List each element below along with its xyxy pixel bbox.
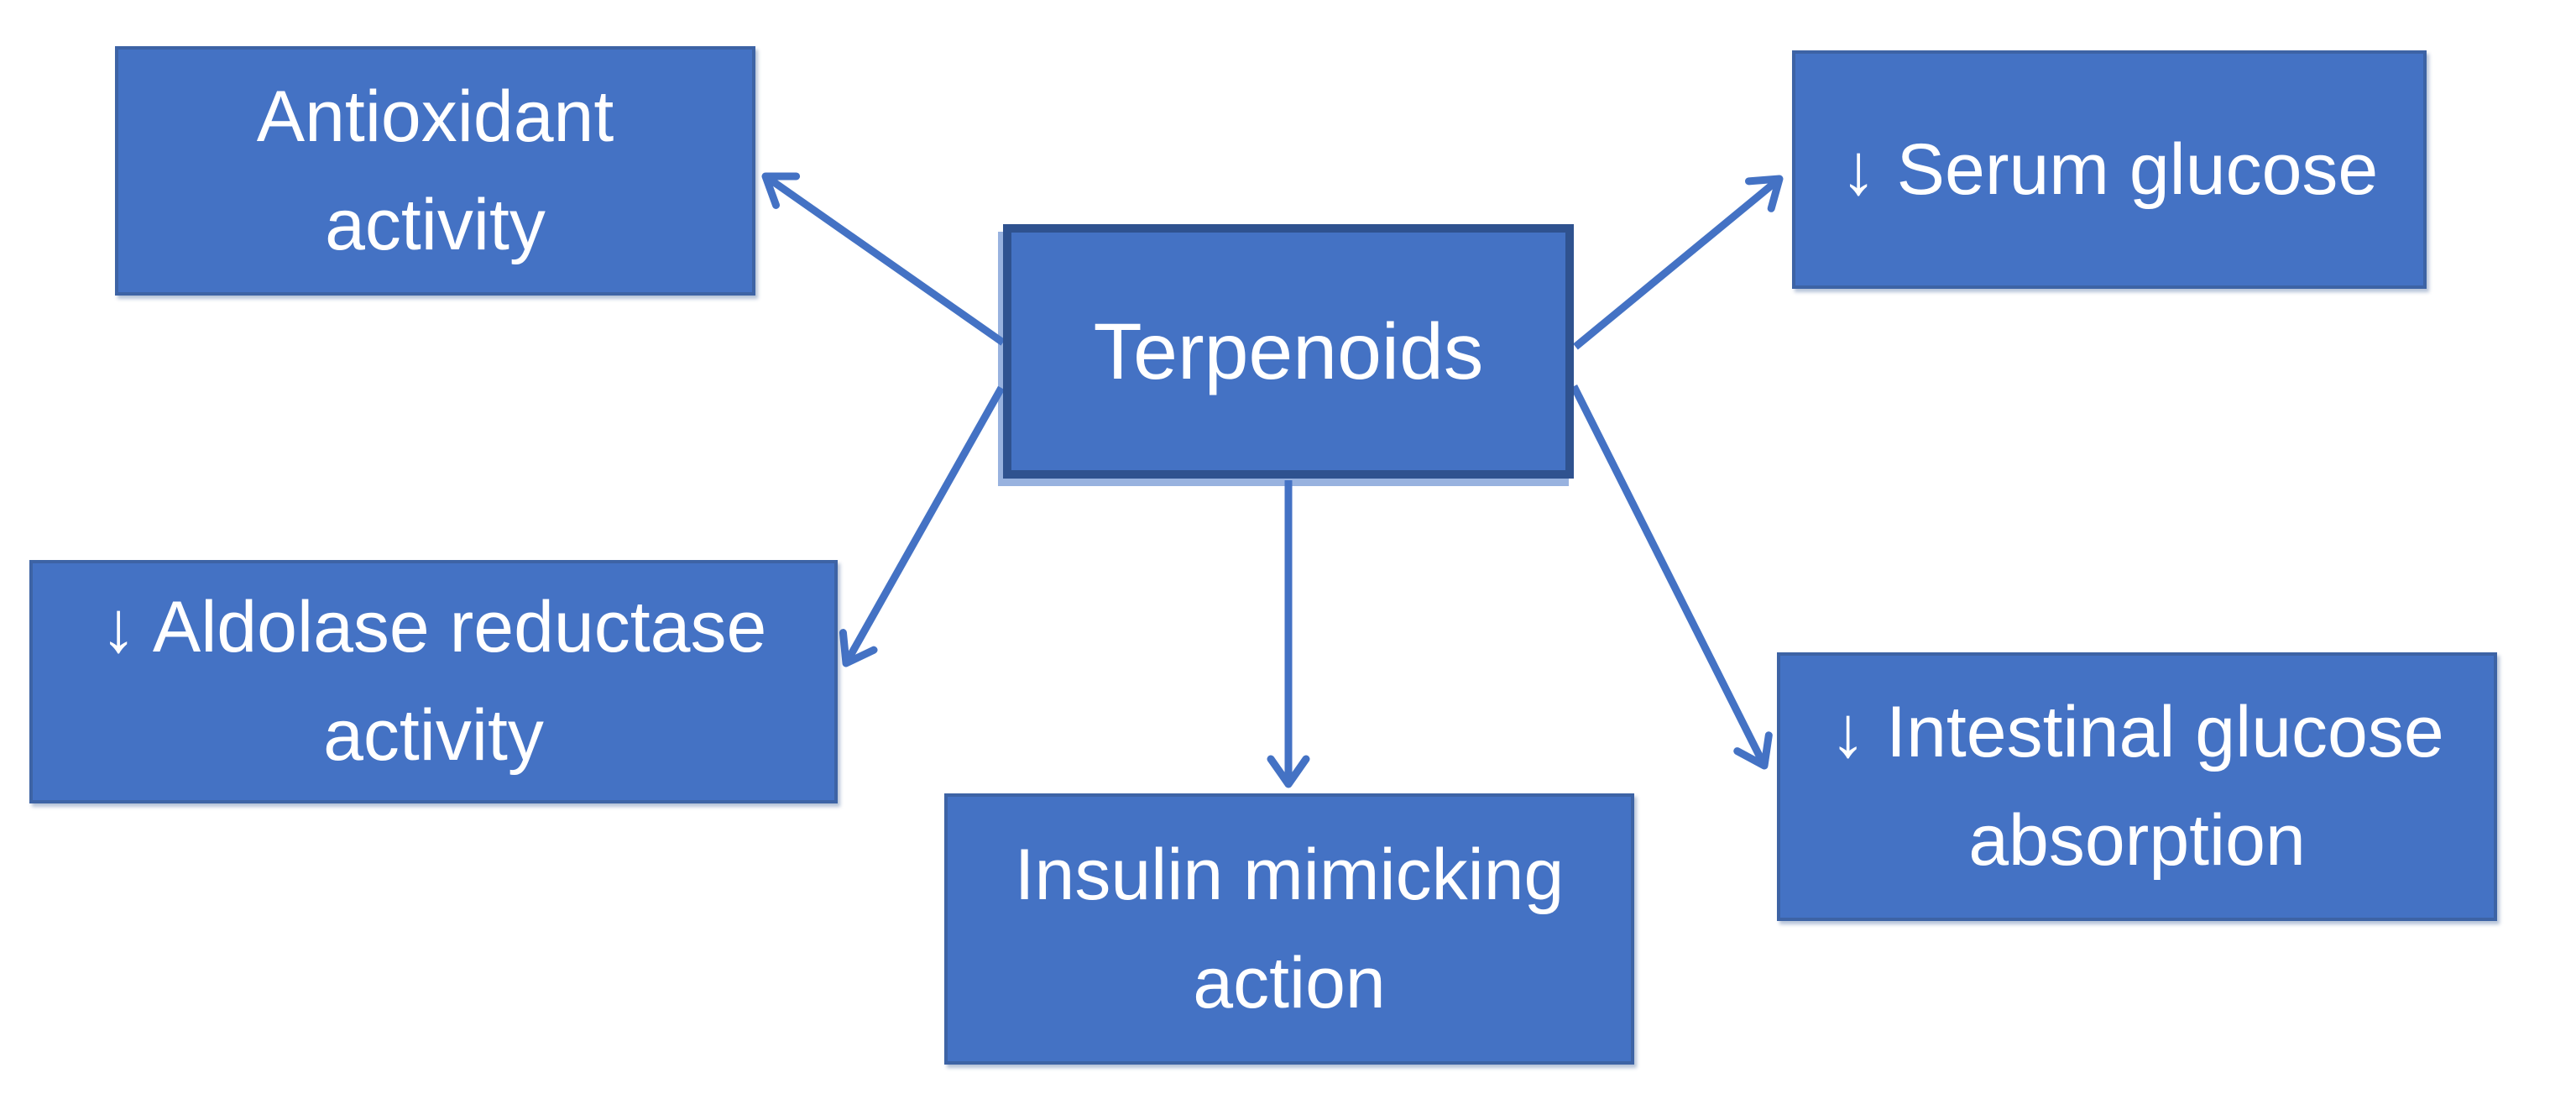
node-aldolase-reductase-activity: ↓ Aldolase reductase activity <box>29 560 838 803</box>
node-antioxidant-activity-label: Antioxidant activity <box>256 76 614 265</box>
node-serum-glucose: ↓ Serum glucose <box>1792 50 2427 289</box>
node-aldolase-reductase-activity-label: ↓ Aldolase reductase activity <box>100 587 767 776</box>
node-intestinal-glucose-absorption-label: ↓ Intestinal glucose absorption <box>1830 692 2444 881</box>
node-intestinal-glucose-absorption: ↓ Intestinal glucose absorption <box>1777 652 2497 921</box>
arrow-terpenoids-to-intestinal-glucose <box>1570 384 1773 770</box>
node-insulin-mimicking-action-label: Insulin mimicking action <box>1014 834 1565 1023</box>
node-terpenoids-label: Terpenoids <box>1093 306 1484 396</box>
arrow-terpenoids-to-serum-glucose <box>1573 175 1784 350</box>
node-insulin-mimicking-action: Insulin mimicking action <box>944 793 1634 1065</box>
arrow-terpenoids-to-aldolase-reductase <box>839 385 1005 667</box>
node-antioxidant-activity: Antioxidant activity <box>115 46 755 296</box>
node-serum-glucose-label: ↓ Serum glucose <box>1840 128 2379 210</box>
node-terpenoids: Terpenoids <box>1003 224 1574 479</box>
arrow-terpenoids-to-antioxidant-activity <box>761 172 1006 346</box>
